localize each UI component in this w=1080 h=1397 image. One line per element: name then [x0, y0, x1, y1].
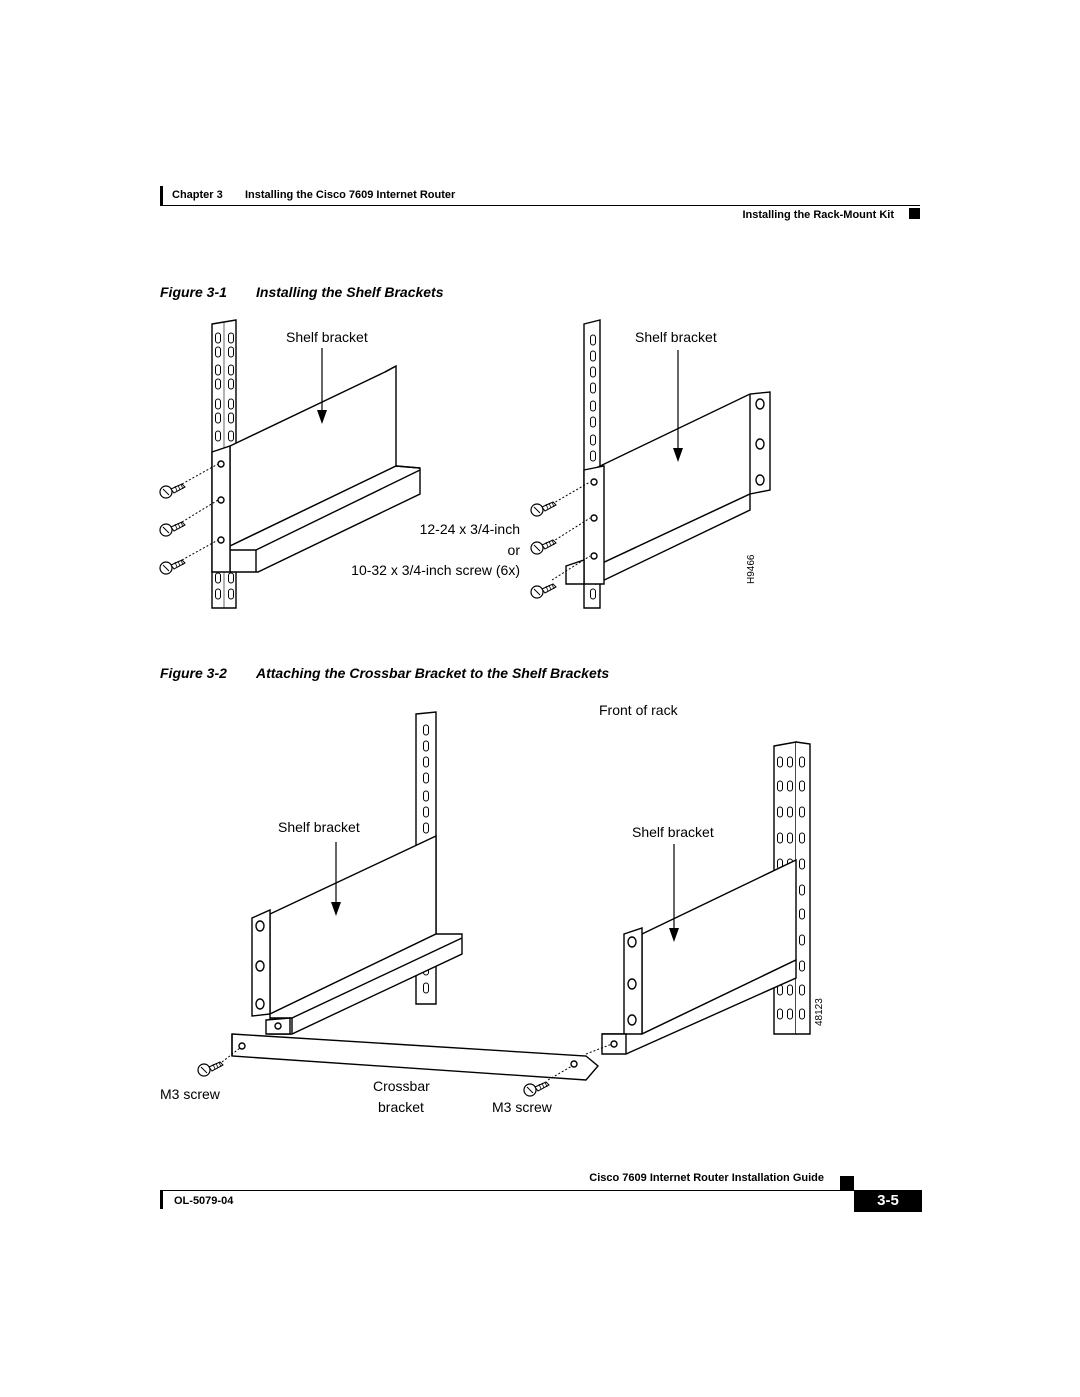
- fig2-label-right-bracket: Shelf bracket: [632, 824, 714, 840]
- fig2-right-shelf-bracket: [601, 858, 797, 1055]
- figure1-illustration: [159, 319, 771, 609]
- figure1-title: Installing the Shelf Brackets: [256, 284, 444, 300]
- fig1-right-shelf-bracket: [565, 391, 771, 586]
- fig2-m3-screws: [197, 1043, 613, 1097]
- figure2-caption: Figure 3-2 Attaching the Crossbar Bracket…: [160, 665, 609, 681]
- footer-rule: [160, 1190, 854, 1191]
- footer-guide-title: Cisco 7609 Internet Router Installation …: [589, 1172, 824, 1184]
- fig1-screw-line2: or: [507, 542, 520, 558]
- footer-square: [840, 1176, 854, 1190]
- header-left-bar: [160, 186, 163, 205]
- fig1-left-screws: [159, 463, 219, 575]
- header-section-title: Installing the Rack-Mount Kit: [742, 209, 894, 221]
- fig1-label-left-bracket: Shelf bracket: [286, 329, 368, 345]
- page-number: 3-5: [877, 1192, 899, 1209]
- header-chapter-label: Chapter 3: [172, 189, 223, 201]
- fig2-art-id: 48123: [814, 998, 825, 1026]
- figure2-illustration: [197, 711, 811, 1097]
- fig2-label-front-of-rack: Front of rack: [599, 702, 678, 718]
- figure2-title: Attaching the Crossbar Bracket to the Sh…: [256, 665, 610, 681]
- fig1-left-arrow: [317, 348, 327, 424]
- fig1-left-shelf-bracket: [211, 364, 421, 573]
- fig2-right-arrow: [669, 844, 679, 942]
- fig2-label-crossbar-1: Crossbar: [373, 1078, 430, 1094]
- figure2-number: Figure 3-2: [160, 665, 227, 681]
- header-square: [909, 208, 920, 219]
- fig2-crossbar-bracket: [231, 1017, 599, 1081]
- fig1-right-screws: [530, 481, 591, 599]
- fig2-label-crossbar-2: bracket: [378, 1099, 424, 1115]
- page-number-box: 3-5: [854, 1190, 922, 1212]
- header-rule: [160, 205, 920, 206]
- fig1-screw-line1: 12-24 x 3/4-inch: [419, 521, 520, 537]
- figure1-number: Figure 3-1: [160, 284, 227, 300]
- footer-doc-number: OL-5079-04: [174, 1195, 234, 1207]
- footer-left-bar: [160, 1191, 163, 1209]
- fig2-label-m3-right: M3 screw: [492, 1099, 552, 1115]
- fig1-label-right-bracket: Shelf bracket: [635, 329, 717, 345]
- fig2-label-m3-left: M3 screw: [160, 1086, 220, 1102]
- fig2-left-arrow: [331, 842, 341, 916]
- figure1-caption: Figure 3-1 Installing the Shelf Brackets: [160, 284, 444, 300]
- fig1-right-arrow: [673, 350, 683, 462]
- fig2-label-left-bracket: Shelf bracket: [278, 819, 360, 835]
- fig1-screw-line3: 10-32 x 3/4-inch screw (6x): [351, 562, 520, 578]
- header-chapter-title: Installing the Cisco 7609 Internet Route…: [245, 189, 456, 201]
